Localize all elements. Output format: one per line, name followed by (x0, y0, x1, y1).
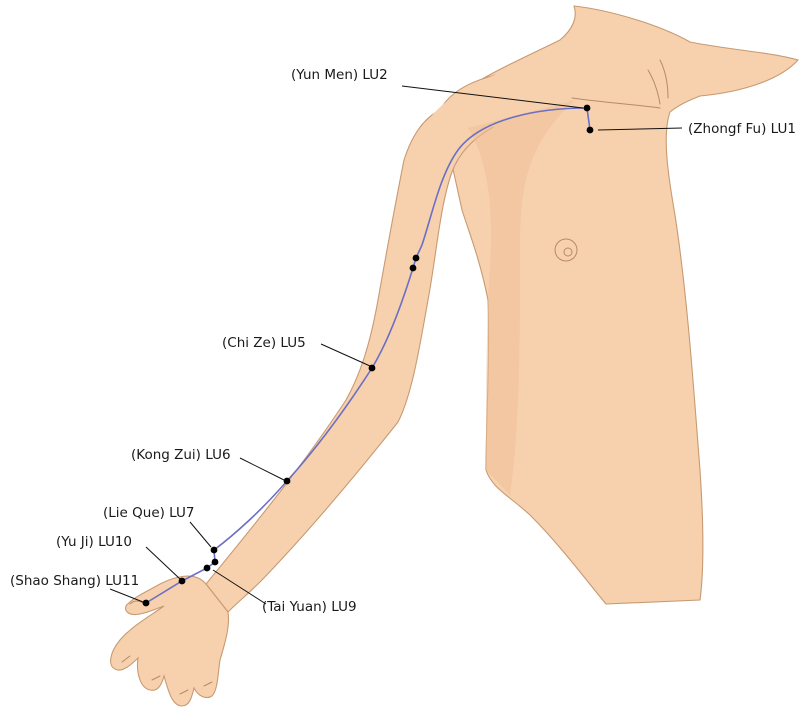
label-lu2: (Yun Men) LU2 (291, 67, 388, 83)
point-lu9 (204, 565, 211, 572)
leader-lu5 (321, 344, 370, 366)
point-lu7 (211, 547, 218, 554)
point-lu1 (587, 127, 594, 134)
label-lu6: (Kong Zui) LU6 (131, 447, 231, 463)
label-lu7: (Lie Que) LU7 (103, 505, 195, 521)
point-lu8 (212, 559, 219, 566)
leader-lu10 (146, 547, 180, 579)
label-lu11: (Shao Shang) LU11 (10, 573, 139, 589)
point-lu11 (143, 600, 150, 607)
hand (111, 576, 229, 706)
point-lu3 (413, 255, 420, 262)
label-lu1: (Zhongf Fu) LU1 (688, 121, 796, 137)
label-lu10: (Yu Ji) LU10 (56, 534, 132, 550)
point-lu6 (284, 478, 291, 485)
body-figure (111, 6, 798, 706)
point-lu2 (584, 105, 591, 112)
label-lu9: (Tai Yuan) LU9 (262, 599, 357, 615)
point-lu5 (369, 365, 376, 372)
leader-lu6 (240, 458, 284, 480)
point-lu4 (410, 265, 417, 272)
leader-lu11 (110, 589, 143, 602)
point-lu10 (179, 578, 186, 585)
label-lu5: (Chi Ze) LU5 (222, 335, 306, 351)
leader-lu7 (190, 522, 211, 547)
